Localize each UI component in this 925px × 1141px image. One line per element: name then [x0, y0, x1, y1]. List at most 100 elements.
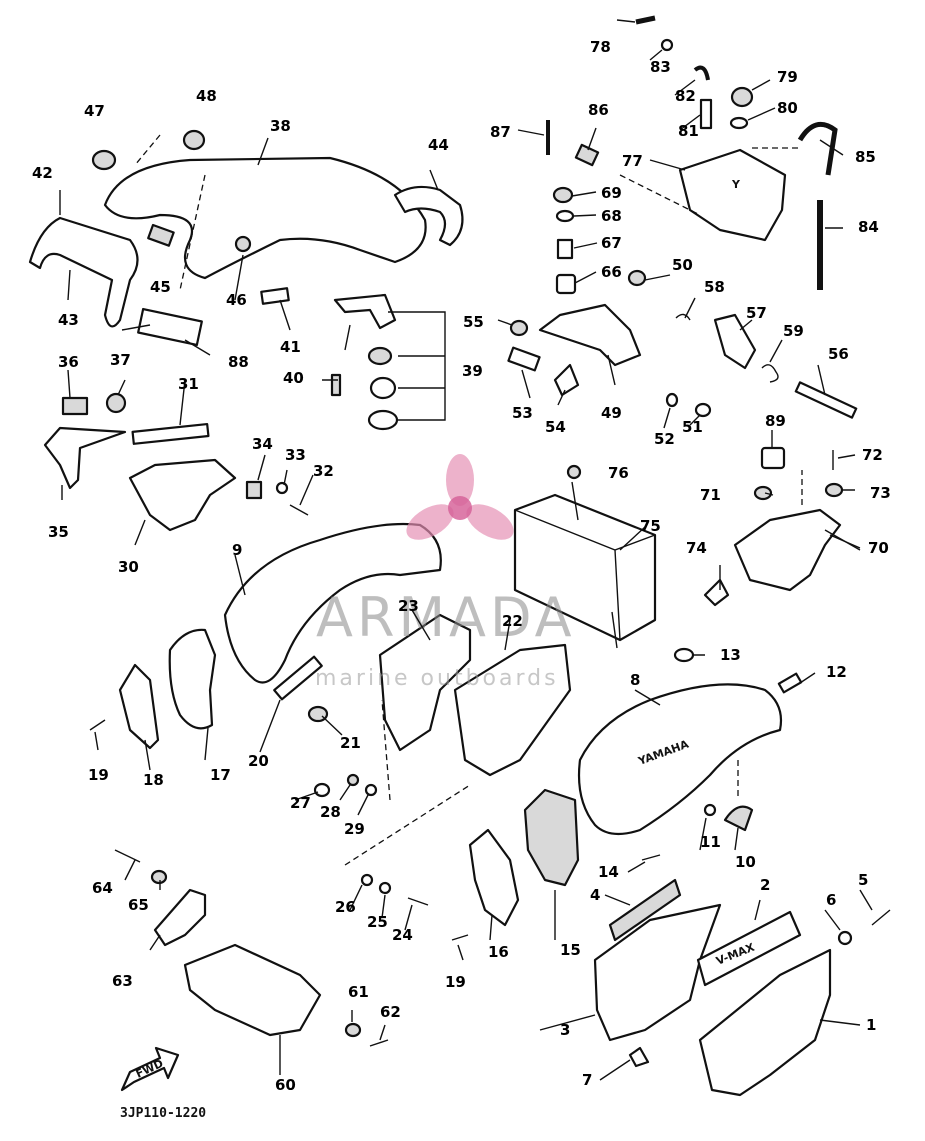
part-label: 5 — [858, 871, 868, 889]
part-label: 13 — [720, 646, 741, 664]
part-label: 60 — [275, 1076, 296, 1094]
part-label: 79 — [777, 68, 798, 86]
diagram-code: 3JP110-1220 — [120, 1106, 206, 1121]
part-label: 75 — [640, 517, 661, 535]
part-label: 17 — [210, 766, 231, 784]
part-label: 65 — [128, 896, 149, 914]
part-label: 47 — [84, 102, 105, 120]
part-label: 74 — [686, 539, 707, 557]
part-label: 44 — [428, 136, 449, 154]
part-label: 12 — [826, 663, 847, 681]
part-label: 63 — [112, 972, 133, 990]
part-label: 10 — [735, 853, 756, 871]
fwd-arrow: FWD — [120, 1046, 180, 1092]
part-label: 87 — [490, 123, 511, 141]
part-label: 11 — [700, 833, 721, 851]
part-label: 52 — [654, 430, 675, 448]
part-label: 77 — [622, 152, 643, 170]
part-label: 21 — [340, 734, 361, 752]
part-label: 41 — [280, 338, 301, 356]
part-label: 8 — [630, 671, 640, 689]
part-label: 38 — [270, 117, 291, 135]
part-label: 6 — [826, 891, 836, 909]
part-label: 85 — [855, 148, 876, 166]
watermark: ARMADA marine outboards — [315, 454, 576, 691]
part-label: 29 — [344, 820, 365, 838]
part-label: 33 — [285, 446, 306, 464]
part-label: 57 — [746, 304, 767, 322]
watermark-subtitle: marine outboards — [315, 666, 559, 691]
part-label: 69 — [601, 184, 622, 202]
part-label: 25 — [367, 913, 388, 931]
part-label: 26 — [335, 898, 356, 916]
part-label: 89 — [765, 412, 786, 430]
part-label: 9 — [232, 541, 242, 559]
part-label: 86 — [588, 101, 609, 119]
part-label: 84 — [858, 218, 879, 236]
part-label: 36 — [58, 353, 79, 371]
part-label: 64 — [92, 879, 113, 897]
part-label: 53 — [512, 404, 533, 422]
part-label: 48 — [196, 87, 217, 105]
part-label: 88 — [228, 353, 249, 371]
part-label: 80 — [777, 99, 798, 117]
part-label: 56 — [828, 345, 849, 363]
part-label: 19 — [445, 973, 466, 991]
part-label: 82 — [675, 87, 696, 105]
part-label: 34 — [252, 435, 273, 453]
part-label: 49 — [601, 404, 622, 422]
part-label: 45 — [150, 278, 171, 296]
watermark-title: ARMADA — [316, 586, 576, 649]
part-label: 51 — [682, 418, 703, 436]
part-label: 40 — [283, 369, 304, 387]
part-label: 24 — [392, 926, 413, 944]
part-label: 67 — [601, 234, 622, 252]
part-label: 73 — [870, 484, 891, 502]
part-label: 81 — [678, 122, 699, 140]
part-label: 4 — [590, 886, 600, 904]
part-label: 68 — [601, 207, 622, 225]
part-label: 31 — [178, 375, 199, 393]
part-label: 15 — [560, 941, 581, 959]
part-label: 83 — [650, 58, 671, 76]
part-label: 71 — [700, 486, 721, 504]
part-label: 70 — [868, 539, 889, 557]
part-label: 35 — [48, 523, 69, 541]
part-label: 14 — [598, 863, 619, 881]
part-label: 39 — [462, 362, 483, 380]
fwd-label: FWD — [134, 1057, 166, 1081]
part-label: 46 — [226, 291, 247, 309]
part-label: 32 — [313, 462, 334, 480]
part-label: 42 — [32, 164, 53, 182]
part-label: 3 — [560, 1021, 570, 1039]
part-label: 18 — [143, 771, 164, 789]
part-label: 1 — [866, 1016, 876, 1034]
part-label: 30 — [118, 558, 139, 576]
watermark-logo — [406, 454, 514, 540]
part-label: 28 — [320, 803, 341, 821]
part-label: 20 — [248, 752, 269, 770]
part-label: 43 — [58, 311, 79, 329]
part-label: 66 — [601, 263, 622, 281]
part-label: 37 — [110, 351, 131, 369]
part-label: 58 — [704, 278, 725, 296]
part-label: 23 — [398, 597, 419, 615]
tank-logo: Y — [731, 178, 741, 191]
part-labels: 1234567891011121314151617181919202122232… — [32, 38, 891, 1094]
part-label: 62 — [380, 1003, 401, 1021]
leader-lines — [59, 19, 873, 1081]
part-label: 72 — [862, 446, 883, 464]
part-label: 59 — [783, 322, 804, 340]
part-label: 76 — [608, 464, 629, 482]
part-label: 27 — [290, 794, 311, 812]
part-label: 16 — [488, 943, 509, 961]
part-label: 7 — [582, 1071, 592, 1089]
part-label: 61 — [348, 983, 369, 1001]
part-label: 2 — [760, 876, 770, 894]
part-label: 19 — [88, 766, 109, 784]
part-label: 22 — [502, 612, 523, 630]
part-shapes: YAMAHA V-MAX — [28, 15, 891, 1097]
part-label: 50 — [672, 256, 693, 274]
part-label: 55 — [463, 313, 484, 331]
